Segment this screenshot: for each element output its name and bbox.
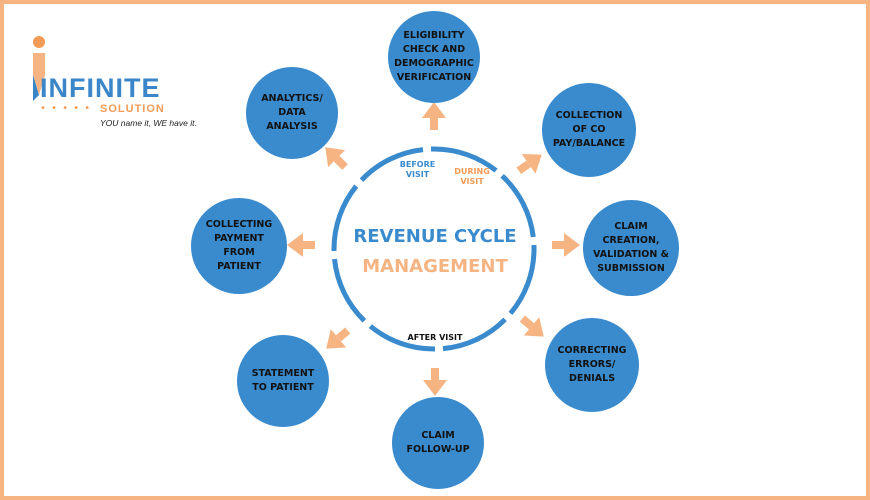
node-circle-collecting <box>191 198 287 294</box>
arrow-analytics <box>325 147 348 170</box>
center-title-line2: MANAGEMENT <box>362 256 508 277</box>
arrow-collecting <box>287 233 315 257</box>
arrow-claim-creation <box>552 233 580 257</box>
phase-after: AFTER VISIT <box>407 333 463 342</box>
arrow-statement <box>326 327 351 349</box>
arrow-eligibility <box>422 102 446 130</box>
nodes-group <box>191 11 679 489</box>
arrow-copay <box>516 154 542 175</box>
phase-before: BEFORE VISIT <box>399 160 436 180</box>
phase-during: DURING VISIT <box>454 167 490 187</box>
node-circle-follow-up <box>392 397 484 489</box>
node-circle-analytics <box>246 67 338 159</box>
logo-name: INFINITE <box>40 73 161 103</box>
arrow-correcting <box>519 315 544 337</box>
logo-tagline: YOU name it, WE have it. <box>100 118 197 128</box>
node-circle-statement <box>237 335 329 427</box>
arrow-follow-up <box>423 368 447 396</box>
logo-subtitle: SOLUTION <box>100 103 165 115</box>
logo-dots: • • • • • <box>40 103 92 114</box>
central-ring <box>331 146 537 352</box>
center-title-line1: REVENUE CYCLE <box>353 226 517 247</box>
logo-figure-icon <box>33 36 45 101</box>
node-circle-claim-creation <box>583 200 679 296</box>
node-circle-correcting <box>545 318 639 412</box>
arrows-group <box>287 102 580 396</box>
node-circle-eligibility <box>388 11 480 103</box>
node-circle-copay <box>542 83 636 177</box>
